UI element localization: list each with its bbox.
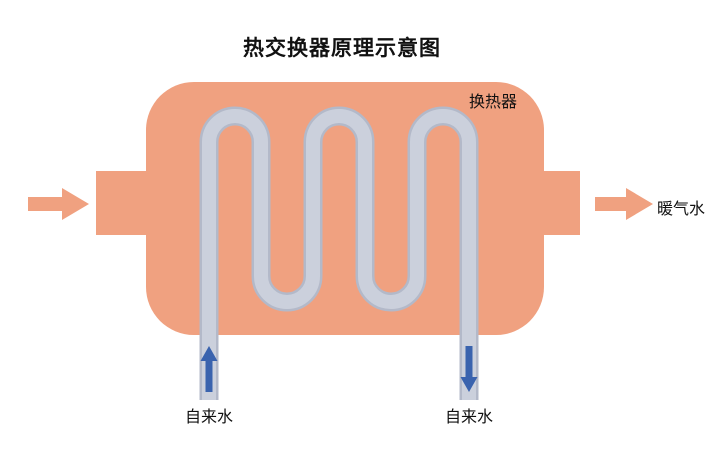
tap-water-left-label: 自来水 [184, 409, 234, 426]
tap-water-down-arrow-icon [460, 346, 478, 392]
inflow-arrow-icon [28, 188, 89, 220]
tap-water-up-arrow-icon [200, 346, 218, 392]
inlet-port [96, 171, 152, 235]
coil-pipe [202, 109, 476, 400]
vessel-label: 换热器 [468, 94, 518, 111]
outflow-arrow-icon [595, 188, 653, 220]
outlet-port [540, 171, 580, 235]
vessel-body [146, 82, 544, 335]
diagram-title: 热交换器原理示意图 [243, 37, 441, 60]
outlet-water-label: 暖气水 [657, 201, 706, 218]
tap-water-right-label: 自来水 [444, 409, 494, 426]
